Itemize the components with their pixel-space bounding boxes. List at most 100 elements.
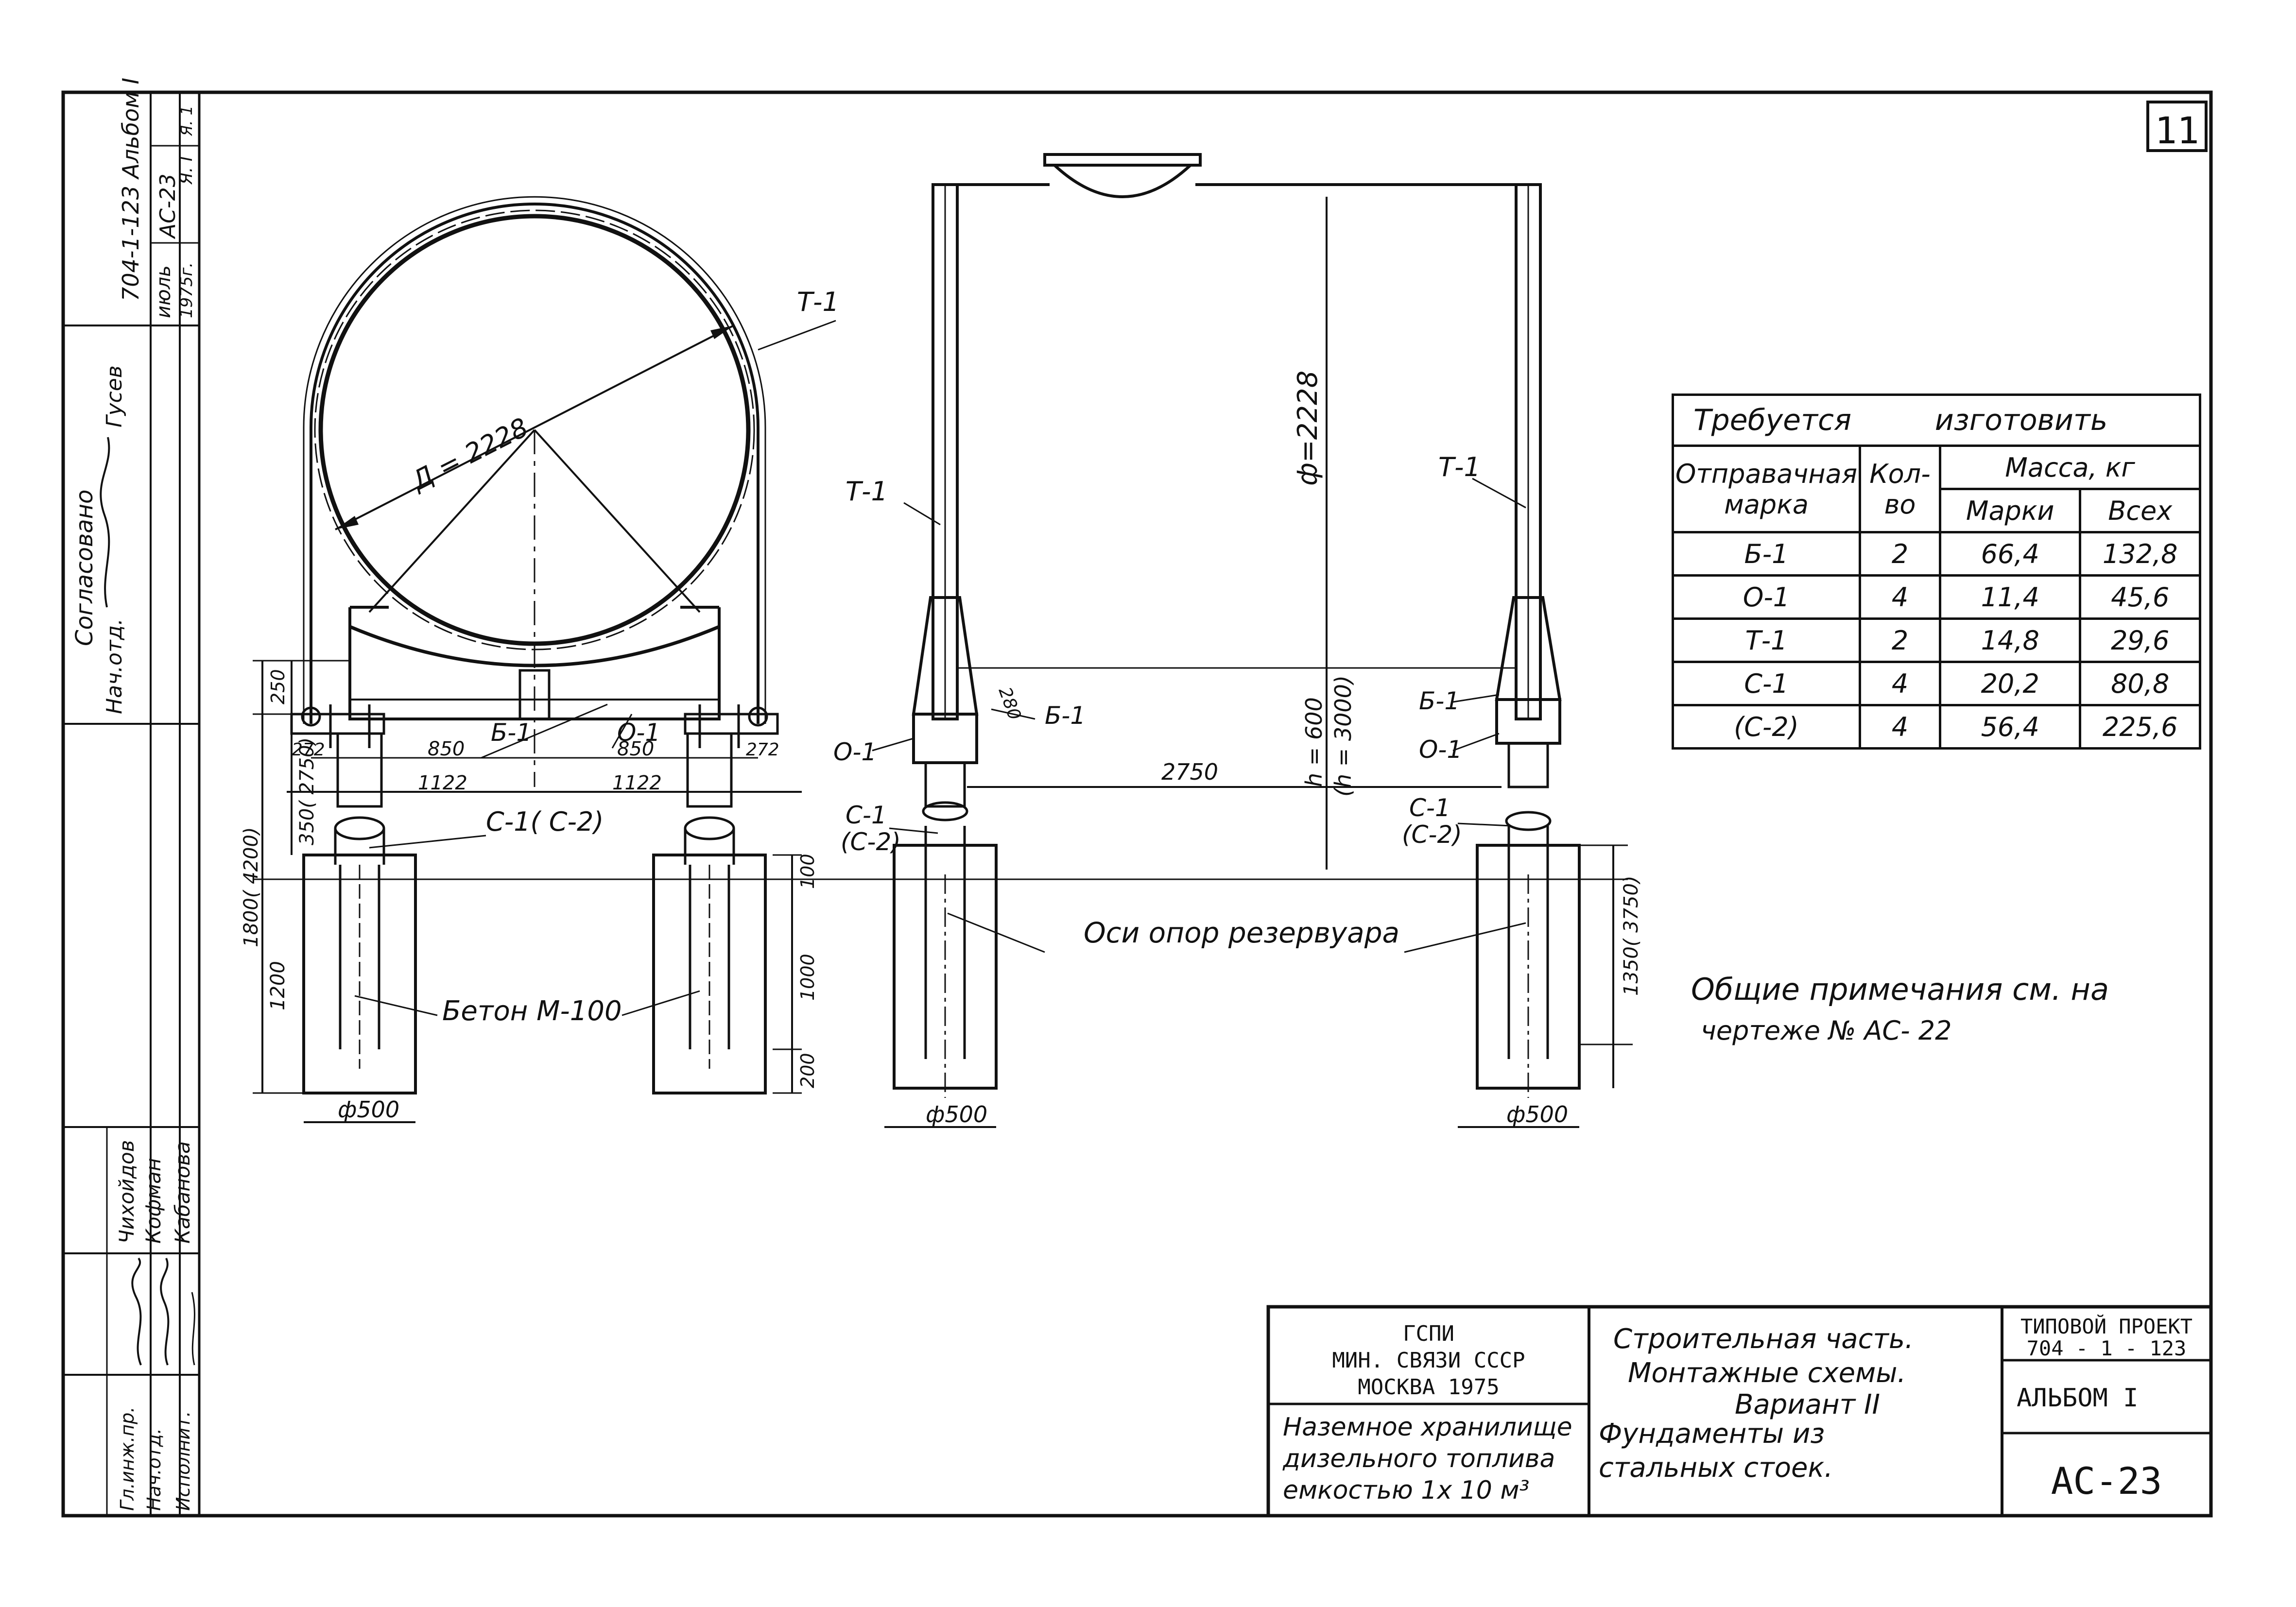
table-title-left: Требуется <box>1693 403 1852 437</box>
label-o1-left: О-1 <box>617 718 660 747</box>
label-beton: Бетон М-100 <box>442 995 622 1027</box>
label-c1-mid: С-1 <box>846 801 887 829</box>
label-o1-mid: О-1 <box>833 738 877 766</box>
table-row: Б-1 2 66,4 132,8 <box>1672 531 2201 577</box>
signature-agreed <box>100 437 110 608</box>
dim-200: 200 <box>797 1053 818 1088</box>
tb-obj3: емкостью 1х 10 м³ <box>1283 1476 1529 1505</box>
strip-year: 1975г. <box>177 262 196 318</box>
strip-r1-title: Гл.инж.пр. <box>117 1407 138 1511</box>
tb-desc5: стальных стоек. <box>1599 1452 1833 1484</box>
tb-obj1: Наземное хранилище <box>1283 1413 1572 1442</box>
label-diameter-d: Д = 2228 <box>406 412 533 497</box>
cell-unit: 56,4 <box>1938 704 2082 750</box>
cell-qty: 2 <box>1859 617 1941 663</box>
general-notes-line1: Общие примечания см. на <box>1691 972 2109 1007</box>
strip-s3-name: Кабанова <box>171 1141 194 1244</box>
label-osi: Оси опор резервуара <box>1084 916 1399 949</box>
strip-s2-name: Кофман <box>141 1158 165 1244</box>
cell-total: 225,6 <box>2079 704 2201 750</box>
dim-1000: 1000 <box>797 954 818 1001</box>
sheet-frame <box>61 90 2213 1518</box>
label-b1-left: Б-1 <box>491 718 532 747</box>
cell-qty: 4 <box>1859 661 1941 706</box>
tb-code: АС-23 <box>2051 1459 2162 1503</box>
cell-total: 45,6 <box>2079 574 2201 620</box>
dim-280: 280 <box>995 684 1025 723</box>
cell-unit: 66,4 <box>1938 531 2082 577</box>
table-title: Требуется изготовить <box>1672 393 2201 447</box>
cell-unit: 20,2 <box>1938 661 2082 706</box>
strip-sheet-ref: Я. I <box>176 156 196 185</box>
label-b1-right: Б-1 <box>1419 687 1460 715</box>
table-title-right: изготовить <box>1934 403 2108 437</box>
cell-mark: Т-1 <box>1672 617 1861 663</box>
table-row: С-1 4 20,2 80,8 <box>1672 661 2201 706</box>
dim-1122-right: 1122 <box>612 772 662 794</box>
strip-r2-title: Нач.отд. <box>143 1428 165 1511</box>
label-phi500-left: ф500 <box>338 1096 399 1123</box>
side-view: ф=2228 h = 600 (h = 3000) 2750 280 1350(… <box>301 153 1642 1128</box>
tb-proj2: 704 - 1 - 123 <box>2027 1336 2187 1360</box>
tb-desc2: Монтажные схемы. <box>1628 1357 1906 1389</box>
header-mass-mark: Марки <box>1938 488 2082 533</box>
dim-272-left: 272 <box>292 740 325 760</box>
sheet-number: 11 <box>2155 109 2199 152</box>
strip-month: июль <box>153 265 175 318</box>
dim-2750: 2750 <box>1161 759 1218 785</box>
label-t1-left: Т-1 <box>797 287 839 317</box>
title-block: ГСПИ МИН. СВЯЗИ СССР МОСКВА 1975 Наземно… <box>1266 1305 2213 1518</box>
tb-obj2: дизельного топлива <box>1282 1444 1555 1473</box>
strip-dept-head: Нач.отд. <box>102 618 127 714</box>
dim-h-600: h = 600 <box>1301 697 1327 787</box>
strip-code: АС-23 <box>155 173 180 239</box>
requirements-table: Требуется изготовить Отправачная марка К… <box>1672 393 2201 750</box>
header-qty: Кол-во <box>1859 444 1941 533</box>
tb-org1: ГСПИ <box>1403 1321 1454 1346</box>
cell-unit: 11,4 <box>1938 574 2082 620</box>
dim-850-right: 850 <box>617 738 654 760</box>
dim-250: 250 <box>267 669 289 704</box>
dim-h-3000: (h = 3000) <box>1330 675 1356 797</box>
cell-qty: 2 <box>1859 531 1941 577</box>
cross-section-view: Д = 2228 <box>240 196 839 1123</box>
signature-1 <box>131 1257 142 1366</box>
label-c2-right: (С-2) <box>1402 821 1462 849</box>
label-t1-mid: Т-1 <box>846 476 888 507</box>
label-t1-right: Т-1 <box>1438 452 1481 482</box>
strip-s1-name: Чихойдов <box>115 1140 138 1244</box>
left-strip: 704-1-123 Альбом I АС-23 Я. I Я. 1 июль … <box>62 78 201 1517</box>
cell-total: 29,6 <box>2079 617 2201 663</box>
tb-album: АЛЬБОМ I <box>2017 1384 2138 1413</box>
tb-desc4: Фундаменты из <box>1599 1418 1825 1450</box>
dim-1122-left: 1122 <box>418 772 467 794</box>
tb-org3: МОСКВА 1975 <box>1358 1375 1499 1400</box>
table-row: (С-2) 4 56,4 225,6 <box>1672 704 2201 750</box>
tb-proj1: ТИПОВОЙ ПРОЕКТ <box>2020 1314 2192 1338</box>
cell-qty: 4 <box>1859 574 1941 620</box>
table-row: О-1 4 11,4 45,6 <box>1672 574 2201 620</box>
label-phi500-right: ф500 <box>1506 1101 1568 1128</box>
dim-100: 100 <box>797 854 818 889</box>
strip-sheet-ref-2: Я. 1 <box>177 105 196 137</box>
strip-agreed: Согласовано <box>71 490 98 646</box>
sheet-number-box <box>2146 101 2208 152</box>
header-mark: Отправачная марка <box>1672 444 1861 533</box>
cell-mark: С-1 <box>1672 661 1861 706</box>
dim-272-right: 272 <box>746 740 779 760</box>
cell-mark: Б-1 <box>1672 531 1861 577</box>
strip-album: 704-1-123 Альбом I <box>118 78 144 301</box>
signature-2 <box>160 1258 170 1366</box>
signature-3 <box>191 1292 195 1366</box>
label-b1-mid: Б-1 <box>1045 701 1086 730</box>
dim-1800-4200: 1800( 4200) <box>240 827 262 947</box>
header-mass: Масса, кг <box>1939 444 2201 490</box>
cell-qty: 4 <box>1859 704 1941 750</box>
cell-mark: О-1 <box>1672 574 1861 620</box>
label-phi500-mid: ф500 <box>926 1101 987 1128</box>
dim-850-left: 850 <box>428 738 465 760</box>
general-notes-line2: чертеже № АС- 22 <box>1701 1015 1952 1046</box>
strip-agreed-name: Гусев <box>102 365 127 427</box>
dim-1350-3750: 1350( 3750) <box>1620 875 1642 996</box>
